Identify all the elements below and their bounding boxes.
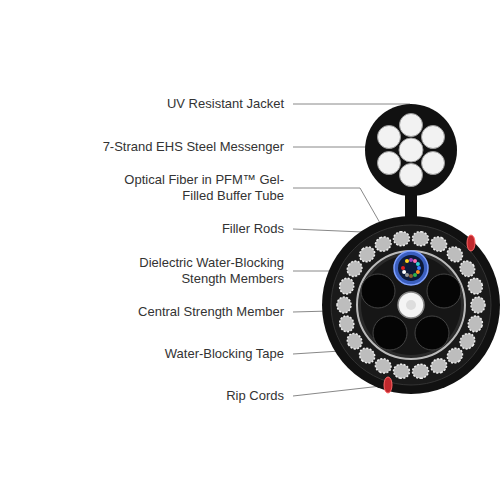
optical-fibers: [401, 258, 421, 278]
strength-strand: [393, 363, 411, 379]
strength-strand: [444, 244, 465, 265]
part-label: 7-Strand EHS Steel Messenger: [24, 139, 284, 155]
optical-fiber: [402, 262, 406, 266]
strength-strand: [338, 314, 356, 333]
part-label: Dielectric Water-Blocking Stength Member…: [104, 255, 284, 287]
strength-strand: [338, 276, 356, 295]
part-label: Rip Cords: [24, 388, 284, 404]
part-label: Filler Rods: [24, 221, 284, 237]
main-cable: [322, 216, 500, 394]
strength-strand: [444, 345, 465, 366]
rip-cord: [384, 377, 392, 393]
strength-strand: [466, 276, 484, 295]
strength-strand: [344, 331, 364, 352]
optical-fiber: [405, 259, 409, 263]
optical-fiber: [401, 266, 405, 270]
strength-strand: [337, 297, 351, 313]
strength-strands: [337, 231, 485, 393]
part-label: Water-Blocking Tape: [24, 346, 284, 362]
strength-strand: [412, 363, 430, 379]
rip-cord: [467, 235, 475, 251]
strength-strand: [356, 345, 377, 366]
strength-strand: [457, 331, 477, 352]
strength-strand: [466, 314, 484, 333]
optical-fiber: [409, 274, 413, 278]
strength-strand: [429, 356, 449, 375]
part-label: Central Strength Member: [24, 304, 284, 320]
optical-fiber: [416, 262, 420, 266]
strength-strand: [373, 234, 393, 253]
strength-strand: [393, 231, 411, 247]
strength-strand: [471, 297, 485, 313]
messenger: [365, 104, 457, 218]
optical-fiber: [409, 258, 413, 262]
strength-strand: [429, 234, 449, 253]
part-label: UV Resistant Jacket: [24, 96, 284, 112]
strength-strand: [457, 258, 477, 279]
optical-fiber: [405, 273, 409, 277]
strength-strand: [344, 258, 364, 279]
optical-fiber: [417, 266, 421, 270]
optical-fiber: [416, 270, 420, 274]
strength-strand: [356, 244, 377, 265]
optical-fiber: [413, 259, 417, 263]
part-label: Optical Fiber in PFM™ Gel-Filled Buffer …: [104, 172, 284, 204]
strength-strand: [373, 356, 393, 375]
optical-fiber: [402, 270, 406, 274]
optical-fiber: [413, 273, 417, 277]
strength-strand: [412, 231, 430, 247]
